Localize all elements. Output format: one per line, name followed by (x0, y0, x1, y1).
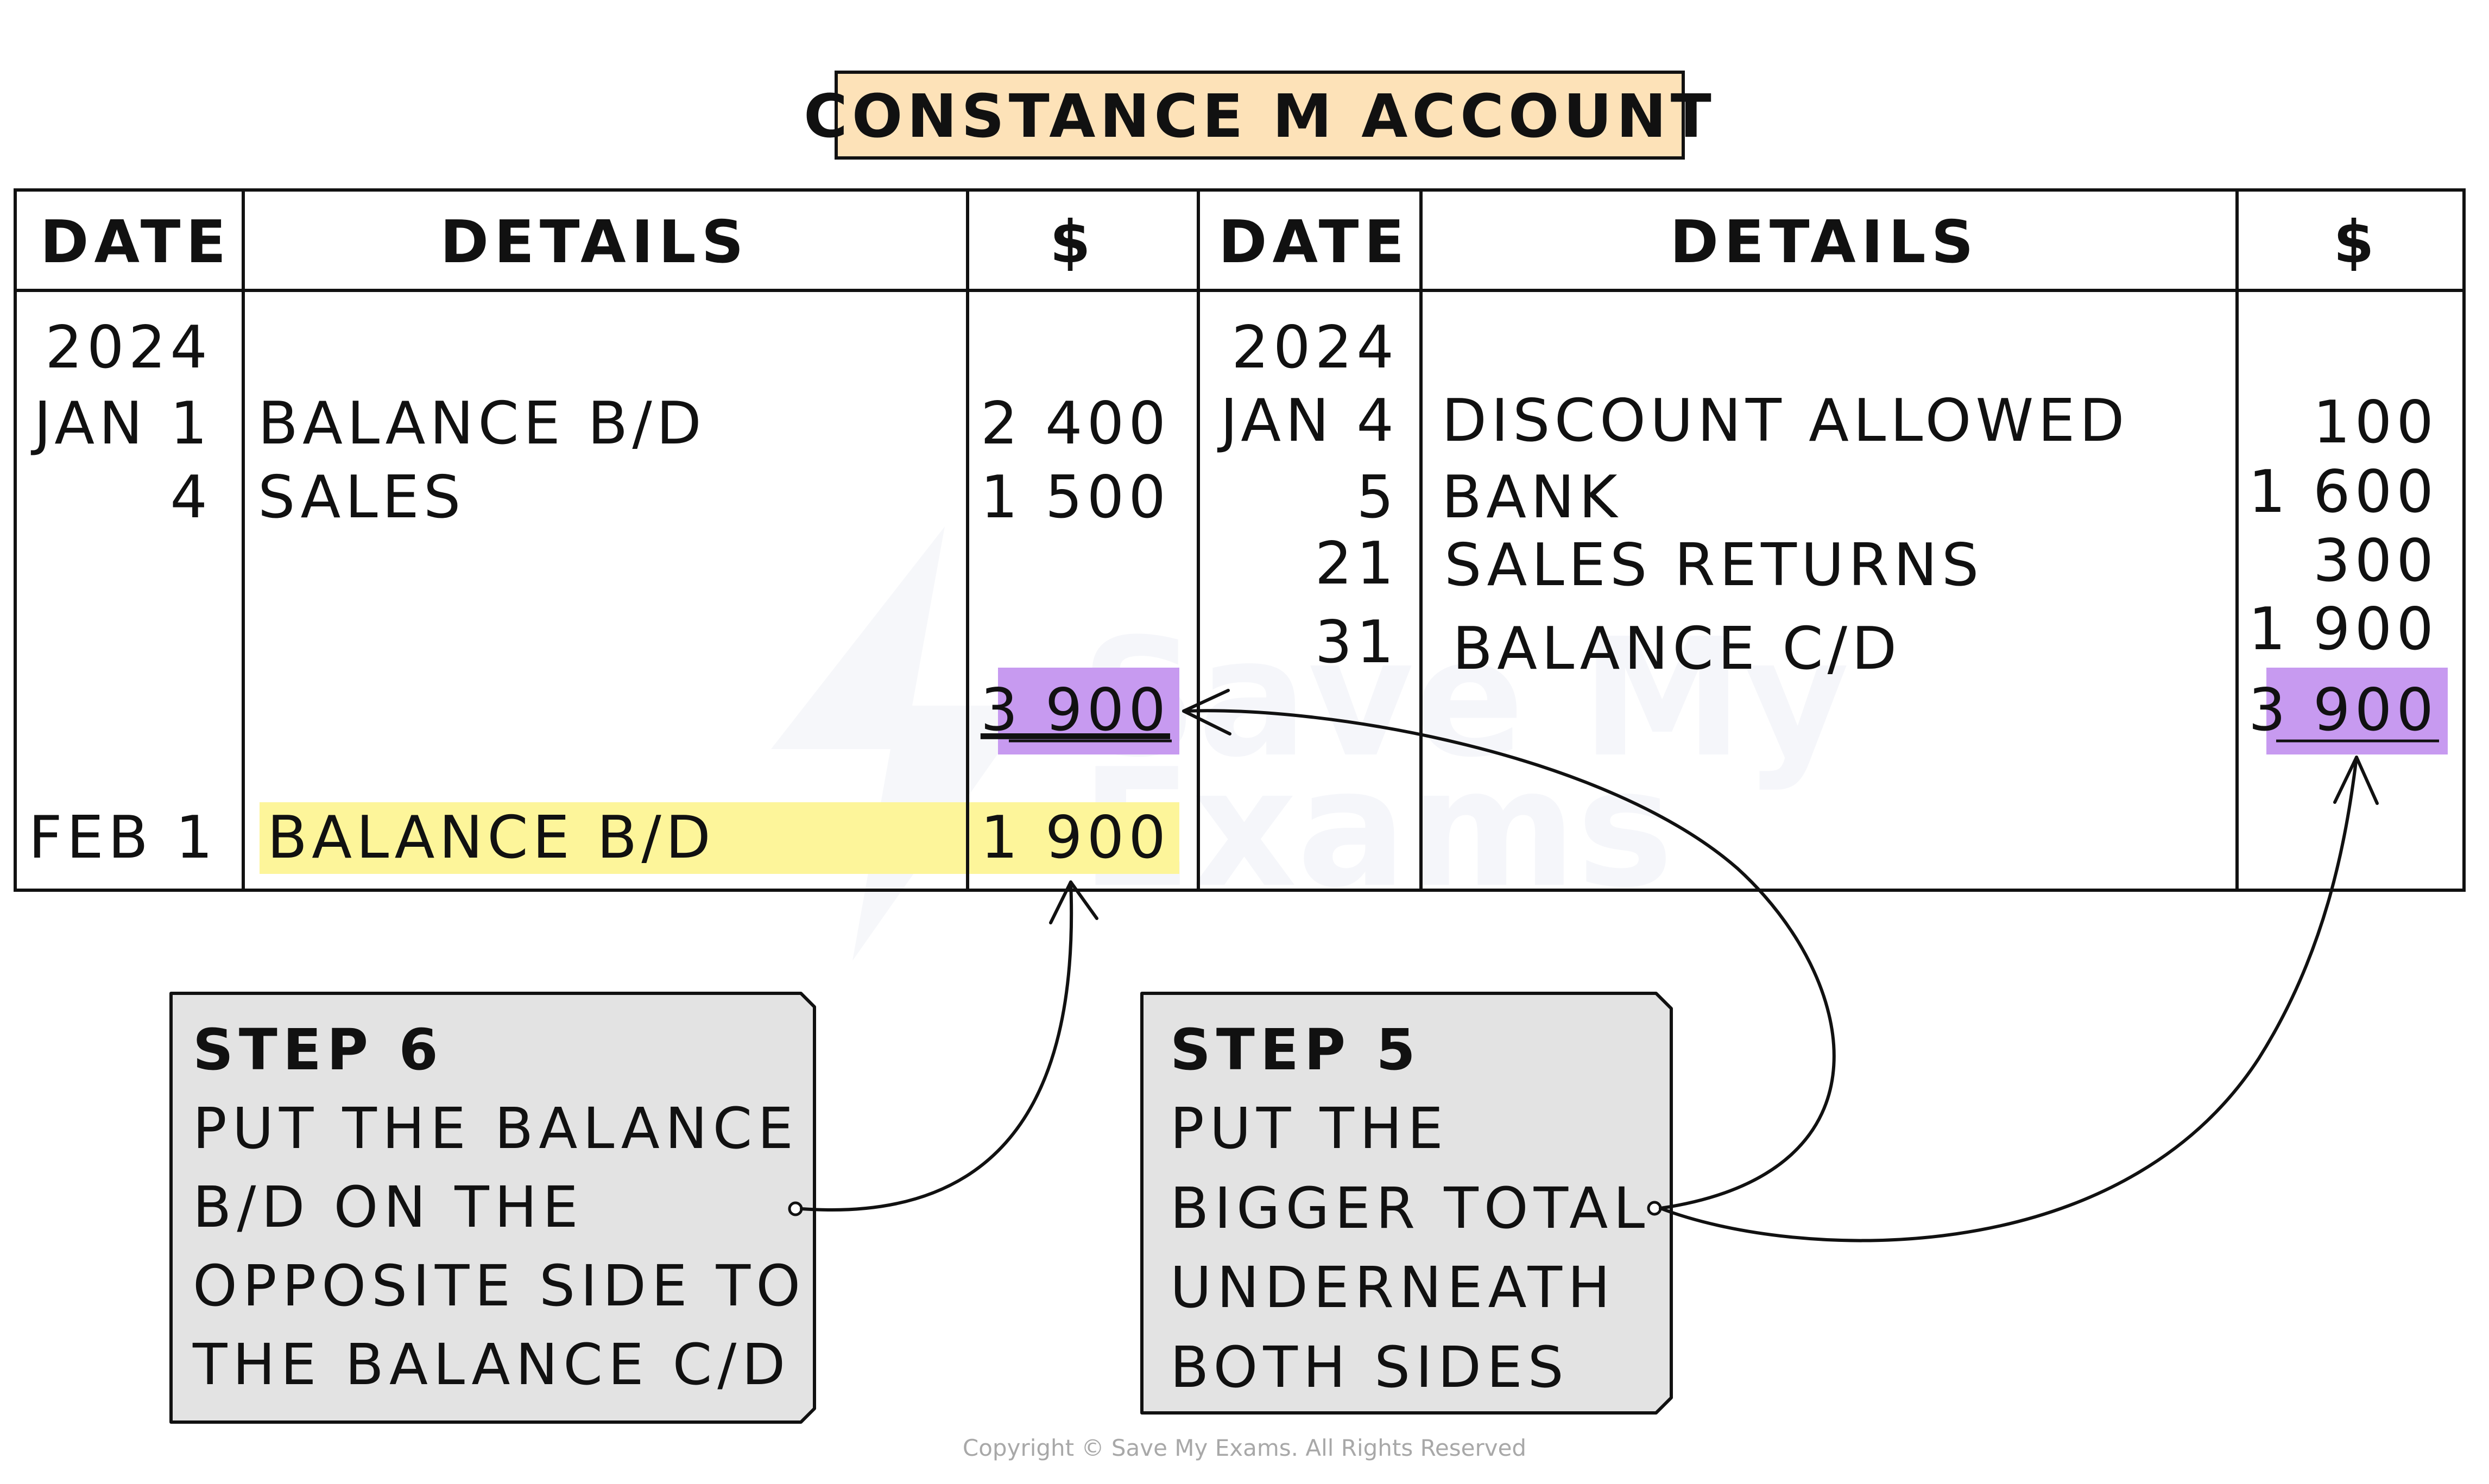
step5-title: STEP 5 (1170, 1017, 1421, 1083)
title-box: CONSTANCE M ACCOUNT (804, 71, 1716, 160)
title-background (835, 71, 1685, 160)
balance-bd-highlight (260, 802, 1179, 874)
step5-background (1140, 992, 1673, 1415)
header-amount-right: $ (2333, 208, 2379, 276)
header-details-left: DETAILS (440, 208, 749, 276)
left-total: 3 900 (981, 676, 1170, 744)
step6-line: PUT THE BALANCE (193, 1095, 799, 1162)
step5-arrow-head-left (1182, 689, 1231, 735)
left-date: JAN 1 (30, 390, 212, 458)
right-date: 5 (1356, 464, 1398, 531)
header-date-left: DATE (40, 208, 231, 276)
right-amount: 300 (2313, 527, 2438, 595)
step6-line: B/D ON THE (193, 1174, 584, 1240)
carried-details: BALANCE B/D (267, 804, 715, 872)
step6-background (169, 992, 816, 1424)
carried-amount: 1 900 (981, 804, 1170, 872)
right-details: DISCOUNT ALLOWED (1442, 387, 2129, 455)
right-amount: 1 900 (2248, 595, 2438, 663)
step6-line: THE BALANCE C/D (192, 1331, 791, 1398)
right-total: 3 900 (2248, 676, 2438, 744)
right-amount: 1 600 (2248, 458, 2438, 526)
header-amount-left: $ (1050, 208, 1096, 276)
left-date: 2024 (45, 314, 212, 382)
right-details: BANK (1442, 464, 1622, 531)
connector-dot (1647, 1201, 1662, 1216)
connector-dot (788, 1201, 803, 1216)
left-amount: 2 400 (981, 390, 1170, 458)
carried-date: FEB 1 (29, 804, 218, 872)
step6-title: STEP 6 (193, 1017, 444, 1083)
ledger-table (14, 188, 2466, 892)
step6-arrow (788, 880, 1098, 1216)
right-date: JAN 4 (1217, 387, 1398, 455)
step5-line: UNDERNEATH (1170, 1254, 1615, 1321)
header-details-right: DETAILS (1670, 208, 1979, 276)
right-details: BALANCE C/D (1452, 615, 1901, 683)
header-date-right: DATE (1218, 208, 1410, 276)
step5-line: BOTH SIDES (1170, 1334, 1569, 1400)
step5-arrow-to-left-total (1182, 709, 1836, 1210)
step6-arrow-head (1049, 880, 1098, 924)
right-date: 2024 (1231, 314, 1398, 382)
step6-arrow-path (800, 880, 1073, 1212)
watermark-logo (771, 527, 1032, 961)
step5-box: STEP 5 PUT THE BIGGER TOTAL UNDERNEATH B… (1140, 992, 1673, 1415)
step6-box: STEP 6 PUT THE BALANCE B/D ON THE OPPOSI… (169, 992, 816, 1424)
left-details: SALES (258, 464, 465, 531)
step6-line: OPPOSITE SIDE TO (193, 1253, 806, 1319)
step5-line: BIGGER TOTAL (1170, 1175, 1650, 1241)
left-amount: 1 500 (981, 464, 1170, 531)
step5-line: PUT THE (1170, 1095, 1449, 1162)
right-details: SALES RETURNS (1444, 531, 1983, 599)
step5-arrow-head-right (2333, 756, 2379, 805)
page-title: CONSTANCE M ACCOUNT (804, 81, 1716, 151)
step5-arrow-to-right-total (1659, 756, 2358, 1242)
left-date: 4 (170, 464, 212, 531)
left-details: BALANCE B/D (258, 390, 706, 458)
right-amount: 100 (2313, 389, 2438, 456)
table-border (14, 188, 2466, 892)
right-date: 21 (1315, 530, 1398, 598)
step5-arrows (1182, 689, 2379, 1242)
copyright-notice: Copyright © Save My Exams. All Rights Re… (963, 1435, 1526, 1461)
right-date: 31 (1315, 608, 1398, 676)
